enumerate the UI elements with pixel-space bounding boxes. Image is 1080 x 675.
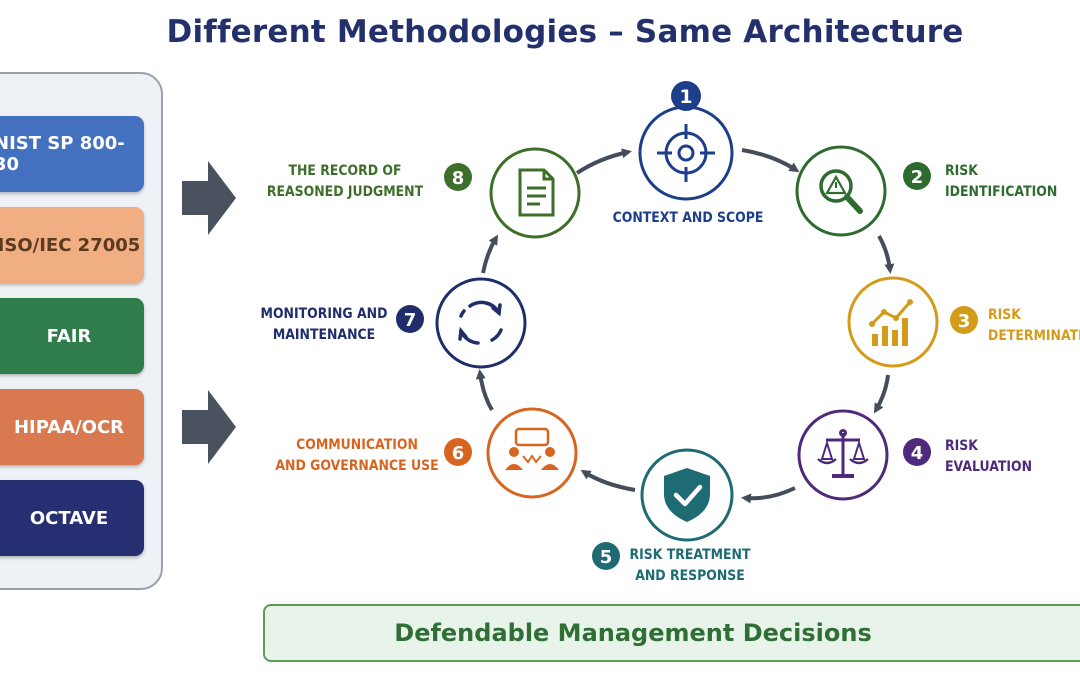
page-title: Different Methodologies – Same Architect… [166,14,964,50]
step-5-number: 5 [600,547,613,568]
step-4-label-line2: EVALUATION [945,459,1033,475]
document-icon [518,168,555,217]
step-1-label-line1: CONTEXT AND SCOPE [612,210,764,226]
step-8-label-line2: REASONED JUDGMENT [266,184,424,200]
method-fair: FAIR [0,298,144,374]
step-3-number: 3 [958,311,971,332]
growth-chart-icon [869,299,913,346]
target-icon [657,124,715,182]
step-8-label-line1: THE RECORD OF [288,163,402,179]
step-7-node: 7 [396,277,527,369]
step-2-label-line2: IDENTIFICATION [945,184,1058,200]
method-iso: ISO/IEC 27005 [0,207,144,283]
step-1-label: CONTEXT AND SCOPE [612,208,764,229]
scales-icon [817,429,869,478]
step-2-label: RISK IDENTIFICATION [945,161,1057,203]
step-6-number: 6 [452,443,465,464]
step-3-label: RISK DETERMINATION [988,305,1080,347]
step-6-label-line2: AND GOVERNANCE USE [275,458,439,474]
step-5-label-line1: RISK TREATMENT [629,547,751,563]
method-octave: OCTAVE [0,480,144,556]
method-nist: NIST SP 800-30 [0,116,144,192]
refresh-cycle-icon [458,300,503,345]
step-8-label: THE RECORD OF REASONED JUDGMENT [263,161,426,203]
step-2-label-line1: RISK [945,163,978,179]
step-7-label-line2: MAINTENANCE [272,327,376,343]
step-8-number: 8 [452,168,465,189]
method-hipaa: HIPAA/OCR [0,389,144,465]
warning-magnifier-icon [819,169,863,214]
step-4-node: 4 [797,409,931,501]
step-3-label-line1: RISK [988,307,1021,323]
cycle-connector-arrows [475,148,895,504]
step-7-number: 7 [404,310,417,331]
people-discussion-icon [505,427,559,470]
step-8-node: 8 [444,147,581,239]
step-5-node: 5 [592,448,734,570]
step-5-label: RISK TREATMENT AND RESPONSE [626,545,755,587]
outcome-text: Defendable Management Decisions [394,619,872,647]
step-4-label: RISK EVALUATION [945,436,1032,478]
step-3-label-line2: DETERMINATION [988,328,1080,344]
step-2-number: 2 [911,167,924,188]
step-1-node: 1 [638,81,734,201]
outcome-banner: Defendable Management Decisions [263,604,1080,662]
step-1-number: 1 [679,86,692,108]
step-6-label-line1: COMMUNICATION [296,437,418,453]
step-2-node: 2 [795,145,931,237]
step-4-number: 4 [911,443,924,464]
flow-arrow-icon [182,161,236,235]
shield-check-icon [664,468,710,522]
step-5-label-line2: AND RESPONSE [635,568,745,584]
step-7-label: MONITORING AND MAINTENANCE [255,304,393,346]
step-6-node: 6 [444,407,578,499]
step-4-label-line1: RISK [945,438,978,454]
step-7-label-line1: MONITORING AND [260,306,388,322]
flow-arrow-icon [182,390,236,464]
step-3-node: 3 [847,276,978,368]
step-6-label: COMMUNICATION AND GOVERNANCE USE [275,435,438,477]
